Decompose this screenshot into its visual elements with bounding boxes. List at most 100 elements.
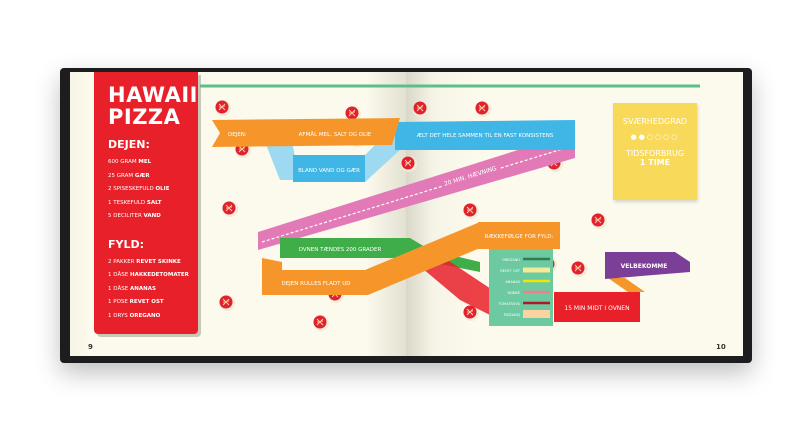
- difficulty-dot-filled: ●: [630, 133, 639, 141]
- fill-layer-swatch: [523, 267, 550, 273]
- pizza-icon: [215, 100, 231, 116]
- ribbon-fold-blue: [265, 142, 300, 180]
- ingredient: 1 TESKEFULD SALT: [108, 197, 198, 211]
- pizza-icon: [345, 106, 361, 122]
- ingredient: 1 DÅSE ANANAS: [108, 283, 198, 297]
- fill-layer-label: ANANAS: [505, 280, 520, 284]
- ingredient-qty: 5 DECILITER: [108, 213, 142, 219]
- dough-heading: DEJEN:: [108, 138, 150, 151]
- ingredient: 5 DECILITER VAND: [108, 210, 198, 224]
- time-value: 1 TIME: [639, 158, 671, 167]
- ingredient-name: REVET OST: [129, 299, 164, 305]
- ingredient-name: VAND: [143, 213, 161, 219]
- ingredient-qty: 1 TESKEFULD: [108, 199, 146, 206]
- step-knead: ÆLT DET HELE SAMMEN TIL EN FAST KONSISTE…: [417, 133, 554, 139]
- fill-order-legend: OREGANO REVET OST ANANAS SKINKE TOMATSOVS PIZ…: [497, 257, 550, 318]
- ingredient-qty: 1 DÅSE: [108, 272, 129, 278]
- pizza-icon: [313, 315, 329, 331]
- fill-layer-swatch: [523, 257, 550, 261]
- difficulty-rating: ●●○○○○: [613, 133, 697, 141]
- ingredient-qty: 2 PAKKER: [108, 258, 135, 265]
- fill-layer-label: TOMATSOVS: [497, 302, 520, 306]
- step-fill-order: RÆKKEFØLGE FOR FYLD:: [485, 233, 554, 240]
- pizza-icon: [219, 295, 235, 311]
- fill-layer-label: PIZZADEJ: [504, 313, 520, 317]
- difficulty-dot-filled: ●: [638, 133, 647, 141]
- pizza-icon: [463, 305, 479, 321]
- title-line-1: HAWAII: [108, 83, 198, 107]
- ingredient: 600 GRAM MEL: [108, 156, 198, 170]
- ingredient-name: OLIE: [155, 186, 170, 192]
- ingredient-name: MEL: [138, 159, 152, 165]
- ingredient: 2 PAKKER REVET SKINKE: [108, 256, 198, 270]
- ribbon-rising: [258, 132, 575, 250]
- step-measure: AFMÅL MEL, SALT OG OLIE: [299, 131, 372, 138]
- difficulty-dot-empty: ○: [671, 133, 680, 141]
- page-number-right: 10: [716, 343, 726, 351]
- pizza-icon: [401, 156, 417, 172]
- fill-layer-label: OREGANO: [502, 258, 520, 262]
- title-line-2: PIZZA: [108, 105, 181, 129]
- fill-layer-swatch: [523, 301, 550, 305]
- ingredient-name: SALT: [146, 199, 162, 206]
- hævning-label-bg: [439, 161, 501, 189]
- ingredient-qty: 1 DÅSE: [108, 285, 129, 292]
- page-number-left: 9: [88, 343, 93, 351]
- pizza-icon: [591, 213, 607, 229]
- pizza-icon: [463, 203, 479, 219]
- time-label: TIDSFORBRUG: [625, 149, 685, 158]
- ingredient: 1 DÅSE HAKKEDETOMATER: [108, 269, 198, 283]
- difficulty-dot-empty: ○: [655, 133, 664, 141]
- step-knead-ribbon: [395, 120, 575, 150]
- ingredient-name: ANANAS: [129, 285, 156, 292]
- step-roll: DEJEN RULLES FLADT UD: [281, 281, 350, 287]
- ingredient-qty: 25 GRAM: [108, 172, 134, 179]
- ingredient-name: GÆR: [134, 172, 150, 179]
- step-roll-ribbon: [262, 222, 480, 295]
- ingredient-qty: 2 SPISESKEFULD: [108, 186, 154, 192]
- difficulty-dot-empty: ○: [663, 133, 672, 141]
- dashed-line: [261, 145, 573, 243]
- pizza-icon: [571, 261, 587, 277]
- step-fill-order-box: [478, 222, 560, 249]
- step-mix-box: [293, 155, 365, 182]
- filling-heading: FYLD:: [108, 237, 145, 251]
- ingredient-name: HAKKEDETOMATER: [129, 272, 189, 278]
- difficulty-label: SVÆRHEDGRAD: [622, 117, 688, 126]
- ingredient-name: OREGANO: [129, 312, 161, 319]
- step-bake: 15 MIN MIDT I OVNEN: [564, 305, 629, 312]
- step-oven-ribbon: [280, 238, 480, 272]
- ingredient-name: REVET SKINKE: [136, 258, 181, 265]
- step-mix: BLAND VAND OG GÆR: [298, 168, 360, 174]
- pizza-icon: [475, 101, 491, 117]
- ingredient-qty: 1 POSE: [108, 299, 128, 305]
- fill-layer-label: SKINKE: [507, 291, 520, 295]
- fill-layer-swatch: [523, 290, 550, 294]
- ingredient: 2 SPISESKEFULD OLIE: [108, 183, 198, 197]
- fill-layer-label: REVET OST: [500, 269, 520, 273]
- step-enjoy: VELBEKOMME: [621, 263, 668, 270]
- ingredient: 25 GRAM GÆR: [108, 170, 198, 184]
- step-bake-box: [554, 292, 640, 322]
- ingredient: 1 DRYS OREGANO: [108, 310, 198, 324]
- ribbon-fold-orange: [608, 278, 645, 292]
- step-oven: OVNEN TÆNDES 200 GRADER: [299, 247, 382, 253]
- dough-label: DEJEN:: [228, 132, 247, 138]
- difficulty-dot-empty: ○: [646, 133, 655, 141]
- step-enjoy-tag: [605, 252, 690, 279]
- ingredient-qty: 600 GRAM: [108, 159, 137, 165]
- fill-layer-swatch: [523, 279, 550, 283]
- ingredient: 1 POSE REVET OST: [108, 296, 198, 310]
- ribbon-red-diagonal: [410, 255, 500, 320]
- fill-layer-swatch: [523, 310, 550, 318]
- difficulty-note: SVÆRHEDGRAD ●●○○○○ TIDSFORBRUG 1 TIME: [613, 103, 697, 200]
- step-measure-ribbon: [212, 118, 400, 147]
- ingredient-qty: 1 DRYS: [108, 312, 128, 319]
- pizza-icon: [413, 101, 429, 117]
